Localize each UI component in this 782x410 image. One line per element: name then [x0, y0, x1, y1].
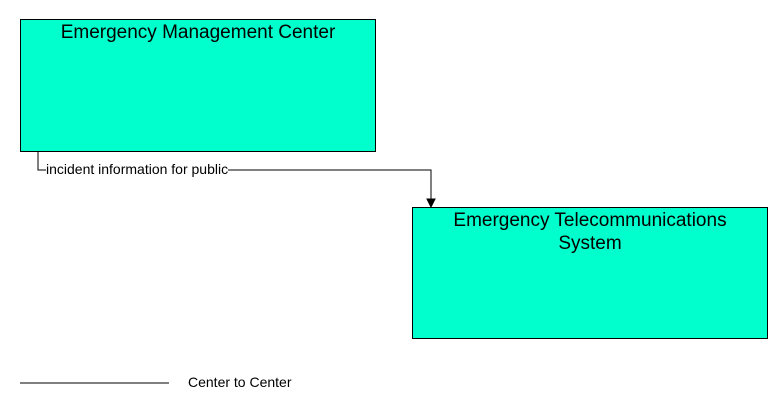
- emergency-telecommunications-system-label: Emergency Telecommunications System: [453, 210, 727, 254]
- flow-arrowhead: [426, 198, 436, 209]
- legend-label-center-to-center: Center to Center: [188, 374, 292, 390]
- emergency-management-center-node: Emergency Management Center: [20, 19, 376, 152]
- flow-label-incident-information: incident information for public: [46, 161, 229, 178]
- emergency-management-center-label: Emergency Management Center: [60, 22, 336, 43]
- emergency-telecommunications-system-node: Emergency Telecommunications System: [412, 207, 768, 339]
